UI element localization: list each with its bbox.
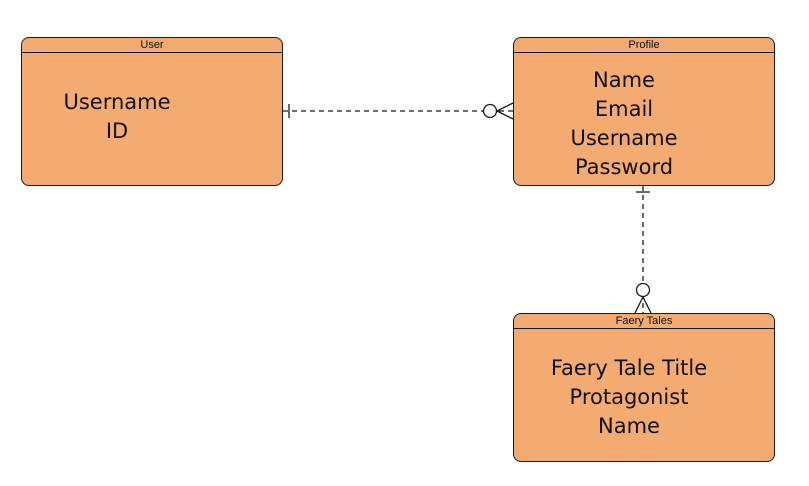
attribute: Name (593, 68, 655, 92)
entity-attributes: Faery Tale Title Protagonist Name (514, 354, 774, 441)
zero-marker-profile-side (482, 103, 498, 119)
attribute: Faery Tale Title (550, 356, 708, 380)
crows-foot-lower-profile (496, 110, 514, 120)
attribute: Protagonist (569, 385, 689, 409)
attribute: Password (574, 155, 674, 179)
crows-foot-upper-profile (496, 102, 514, 112)
zero-marker-faery-tales-side (635, 282, 651, 298)
entity-title: User (22, 38, 282, 53)
crows-foot-right-faery-tales (642, 296, 652, 314)
entity-faery-tales[interactable]: Faery Tales Faery Tale Title Protagonist… (513, 313, 775, 462)
attribute: Username (570, 126, 678, 150)
entity-profile[interactable]: Profile Name Email Username Password (513, 37, 775, 186)
attribute: Username (63, 90, 171, 114)
attribute: Email (594, 97, 654, 121)
entity-attributes: Name Email Username Password (514, 66, 774, 182)
entity-user[interactable]: User Username ID (21, 37, 283, 186)
relationship-profile-faery-tales (634, 186, 652, 314)
entity-title: Faery Tales (514, 314, 774, 329)
entity-title: Profile (514, 38, 774, 53)
entity-attributes: Username ID (22, 88, 282, 146)
attribute: ID (105, 119, 129, 143)
relationship-user-profile (283, 102, 514, 120)
crows-foot-left-faery-tales (634, 296, 644, 314)
attribute: Name (598, 414, 660, 438)
